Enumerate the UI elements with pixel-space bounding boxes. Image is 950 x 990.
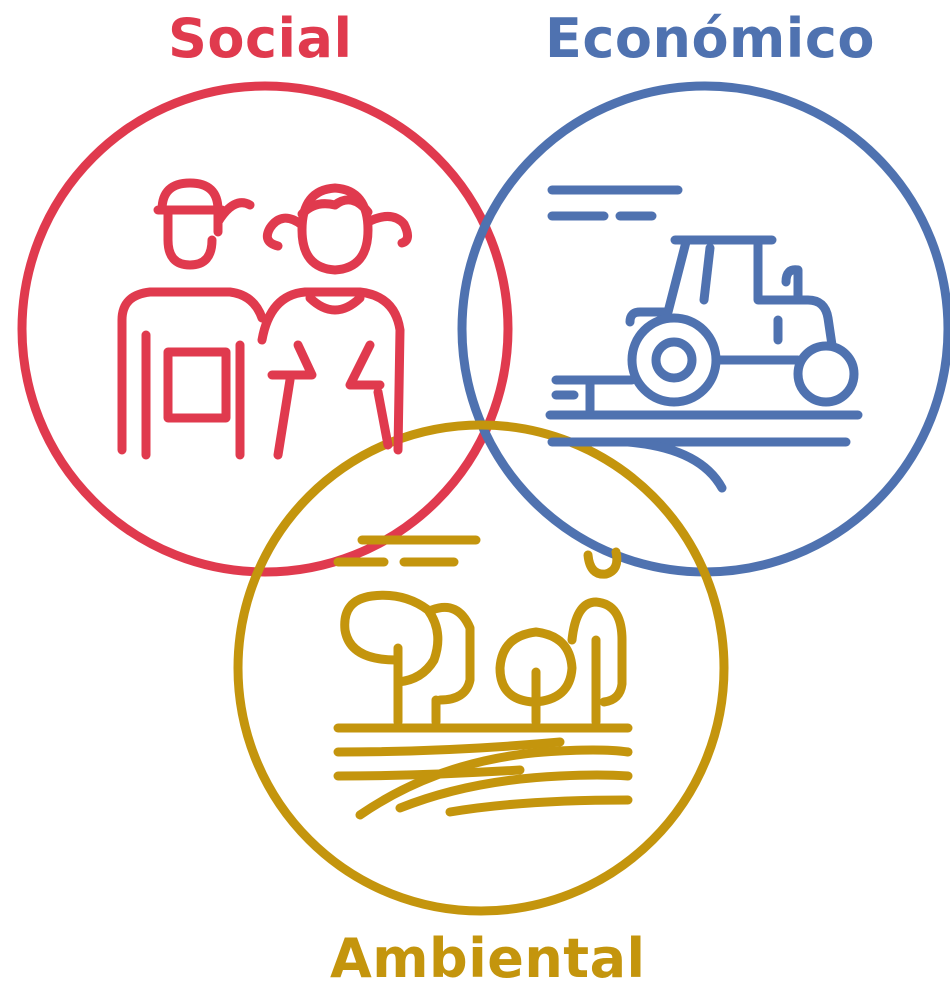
ambiental-label: Ambiental	[330, 927, 646, 990]
social-label: Social	[168, 7, 353, 70]
landscape-trees-icon	[333, 535, 633, 820]
ambiental-circle	[233, 420, 729, 916]
farmers-icon	[117, 178, 412, 460]
social-circle	[17, 81, 513, 577]
economico-label: Económico	[545, 7, 875, 70]
tractor-icon	[545, 185, 863, 493]
